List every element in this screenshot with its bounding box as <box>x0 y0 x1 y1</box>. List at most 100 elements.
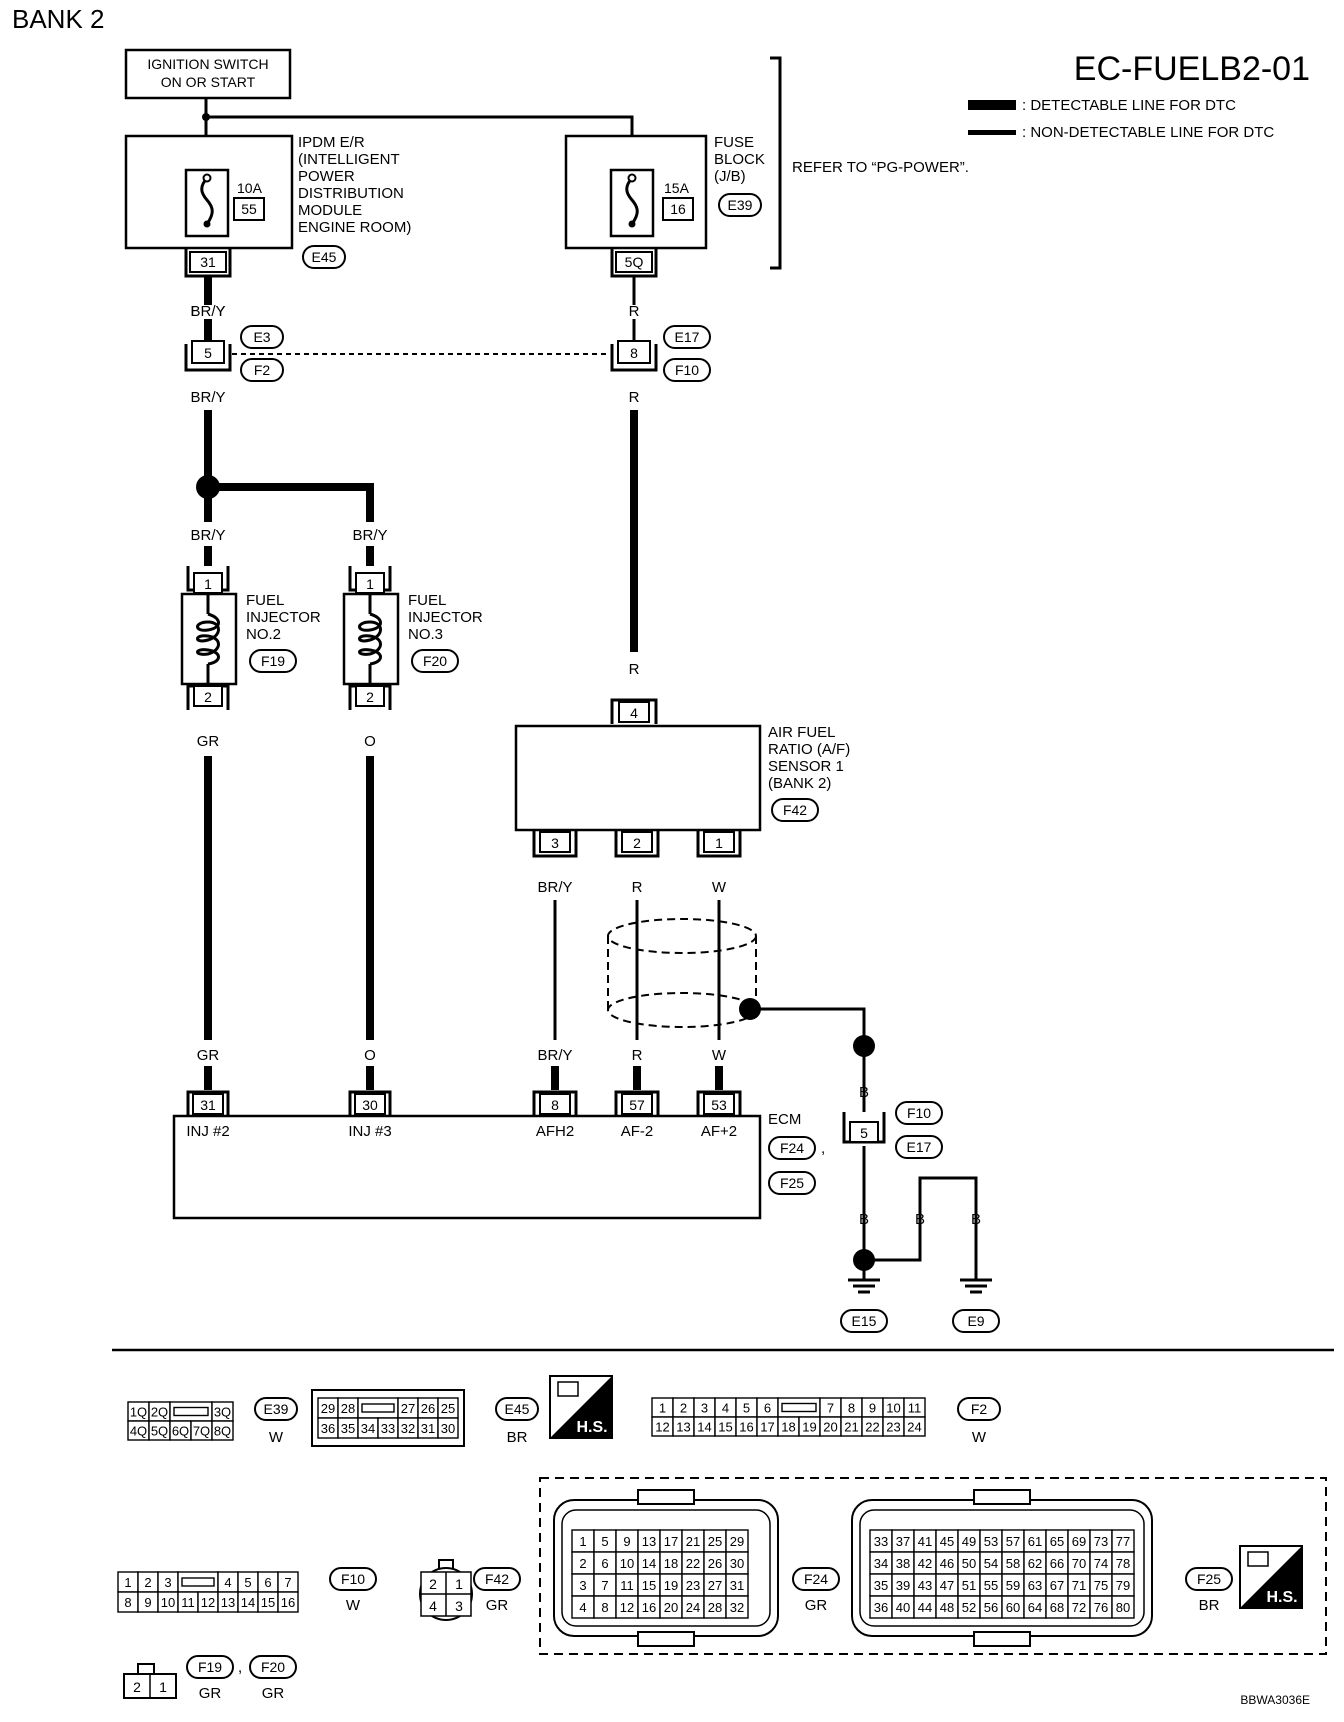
ecm-tab-31 <box>186 1090 230 1118</box>
f2-pin: 17 <box>760 1420 774 1435</box>
f24-pin: 13 <box>642 1534 656 1549</box>
ecm-term-af-minus: AF-2 <box>621 1123 654 1140</box>
f19-id: F19 <box>198 1659 222 1675</box>
ecm-pin-8: 8 <box>551 1097 559 1113</box>
e45-pin: 33 <box>381 1421 395 1436</box>
f24-pin: 18 <box>664 1556 678 1571</box>
e39-pin: 1Q <box>130 1405 147 1420</box>
ipdm-fuse-no-box <box>233 197 265 221</box>
lock-tab <box>361 1403 395 1413</box>
f24-pin: 16 <box>642 1600 656 1615</box>
fuse-block-label-1: FUSE <box>714 134 754 151</box>
af-pin1-box <box>703 831 735 853</box>
f2-pin: 1 <box>659 1401 666 1416</box>
af-sensor-box <box>514 724 762 832</box>
inj3-connector-badge <box>411 649 459 673</box>
f10-pin: 9 <box>144 1595 151 1610</box>
f10-pin: 6 <box>264 1575 271 1590</box>
f24-latch <box>637 1489 695 1505</box>
inj2-connector: F19 <box>261 653 285 669</box>
inj2-label-2: INJECTOR <box>246 609 321 626</box>
e45-pin: 32 <box>401 1421 415 1436</box>
ecm-tab-53 <box>696 1090 742 1118</box>
f25-pin: 61 <box>1028 1534 1042 1549</box>
ipdm-fuse-terminal-low <box>203 220 211 228</box>
e39-pin: 3Q <box>214 1405 231 1420</box>
e39-pin: 8Q <box>214 1424 231 1439</box>
f10-id: F10 <box>341 1571 365 1587</box>
f25-pin: 35 <box>874 1578 888 1593</box>
ipdm-label-2: (INTELLIGENT <box>298 151 400 168</box>
f25-pin: 56 <box>984 1600 998 1615</box>
e39-pin: 6Q <box>172 1424 189 1439</box>
wire-bry-label-4: BR/Y <box>352 527 387 544</box>
shield-sides <box>607 936 757 1010</box>
f2-pin: 20 <box>823 1420 837 1435</box>
ecm-conn1: F24 <box>780 1140 804 1156</box>
f25-pin: 79 <box>1116 1578 1130 1593</box>
f24-pin: 15 <box>642 1578 656 1593</box>
fuse-block-label-3: (J/B) <box>714 168 746 185</box>
f2-pin: 23 <box>886 1420 900 1435</box>
ipdm-label-1: IPDM E/R <box>298 134 365 151</box>
f25-pin: 68 <box>1050 1600 1064 1615</box>
f42-pin-a: 2 <box>429 1576 437 1592</box>
f25-pin: 72 <box>1072 1600 1086 1615</box>
inj3-label-1: FUEL <box>408 592 446 609</box>
f10-pin: 8 <box>124 1595 131 1610</box>
f2-pin: 6 <box>764 1401 771 1416</box>
wire-gr-label-1: GR <box>197 733 220 750</box>
e45-pin: 26 <box>421 1401 435 1416</box>
wire-w-label-1: W <box>712 879 727 896</box>
f2-pin: 12 <box>655 1420 669 1435</box>
af-label-3: SENSOR 1 <box>768 758 844 775</box>
f25-pin: 42 <box>918 1556 932 1571</box>
f10-pin: 5 <box>244 1575 251 1590</box>
f25-pin: 37 <box>896 1534 910 1549</box>
f25-pin: 46 <box>940 1556 954 1571</box>
ipdm-terminal-box <box>189 251 227 273</box>
ground-conn-pin: 5 <box>860 1125 868 1141</box>
f10-pin: 10 <box>161 1595 175 1610</box>
e39-badge <box>254 1397 298 1421</box>
f24-pin: 3 <box>579 1578 586 1593</box>
ground-conn-top-badge <box>895 1101 943 1125</box>
f25-pin: 41 <box>918 1534 932 1549</box>
ground-e9-badge <box>952 1309 1000 1333</box>
f25-pin: 44 <box>918 1600 932 1615</box>
af-label-4: (BANK 2) <box>768 775 831 792</box>
f25-pin: 80 <box>1116 1600 1130 1615</box>
f2-pin: 5 <box>743 1401 750 1416</box>
joint-right-top-badge <box>663 325 711 349</box>
e39-pin: 4Q <box>130 1424 147 1439</box>
f10-pin: 7 <box>284 1575 291 1590</box>
refer-text: REFER TO “PG-POWER”. <box>792 159 969 176</box>
inj2-pin1: 1 <box>204 576 212 592</box>
f42-color: GR <box>486 1597 509 1614</box>
joint-right-bottom-badge <box>663 358 711 382</box>
lock-tab <box>173 1406 209 1417</box>
f2-pin: 18 <box>781 1420 795 1435</box>
ecm-pin-30-box <box>354 1093 386 1115</box>
f25-pin: 70 <box>1072 1556 1086 1571</box>
lock-tab <box>181 1577 215 1587</box>
inj2-label-3: NO.2 <box>246 626 281 643</box>
f2-pin: 21 <box>844 1420 858 1435</box>
f24-cell <box>725 1595 749 1619</box>
f10-cell <box>277 1591 299 1613</box>
ecm-pin-57-box <box>621 1093 653 1115</box>
af-pin1-tab <box>696 830 742 858</box>
f25-pin: 59 <box>1006 1578 1020 1593</box>
ecm-pin-53-box <box>703 1093 735 1115</box>
joint-right-pin: 8 <box>630 345 638 361</box>
inj2-label-1: FUEL <box>246 592 284 609</box>
f24-inner <box>561 1509 771 1627</box>
e39-cell <box>211 1420 234 1441</box>
f25-id: F25 <box>1197 1571 1221 1587</box>
f25-pin: 34 <box>874 1556 888 1571</box>
ecm-term-inj3: INJ #3 <box>348 1123 391 1140</box>
f10-pin: 16 <box>281 1595 295 1610</box>
f2-pin: 19 <box>802 1420 816 1435</box>
